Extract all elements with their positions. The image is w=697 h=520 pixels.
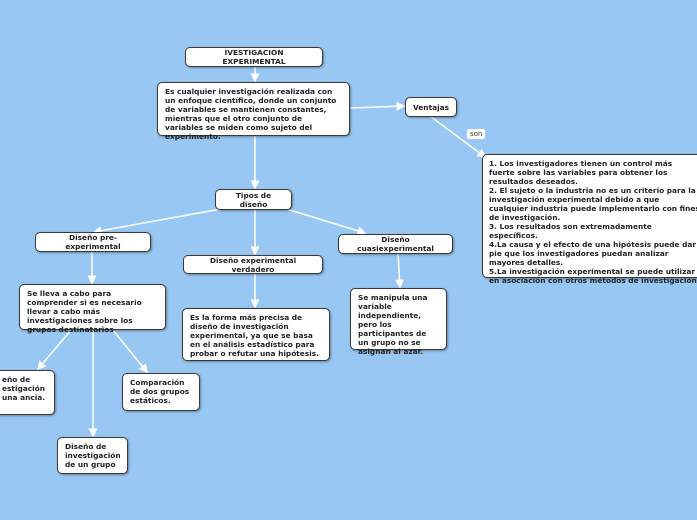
tipos-node[interactable]: Tipos de diseño: [215, 189, 292, 210]
comparacion-text: Comparación de dos grupos estáticos.: [130, 378, 190, 405]
ventaja-item: 1. Los investigadores tienen un control …: [489, 159, 673, 186]
left-partial-text: eño de estigación una ancia.: [2, 375, 46, 402]
title-text: IVESTIGACION EXPERIMENTAL: [222, 48, 286, 66]
verdadero-desc-text: Es la forma más precisa de diseño de inv…: [190, 313, 319, 358]
un-grupo-text: Diseño de investigación de un grupo: [65, 442, 121, 469]
ventajas-text: Ventajas: [412, 102, 450, 112]
ventaja-item: 3. Los resultados son extremadamente esp…: [489, 222, 652, 240]
son-label: son: [467, 129, 486, 139]
cuasi-desc-text: Se manipula una variable independiente, …: [358, 293, 428, 356]
definition-text: Es cualquier investigación realizada con…: [165, 87, 337, 141]
left-partial-node[interactable]: eño de estigación una ancia.: [0, 370, 55, 415]
title-node[interactable]: IVESTIGACION EXPERIMENTAL: [185, 47, 323, 67]
ventaja-item: 5.La investigación experimental se puede…: [489, 267, 697, 285]
verdadero-desc-node[interactable]: Es la forma más precisa de diseño de inv…: [182, 308, 330, 361]
ventaja-item: 4.La causa y el efecto de una hipótesis …: [489, 240, 697, 267]
verdadero-text: Diseño experimental verdadero: [209, 255, 297, 274]
comparacion-node[interactable]: Comparación de dos grupos estáticos.: [122, 373, 200, 411]
un-grupo-node[interactable]: Diseño de investigación de un grupo: [57, 437, 128, 474]
cuasi-desc-node[interactable]: Se manipula una variable independiente, …: [350, 288, 447, 356]
cuasi-text: Diseño cuasiexperimental: [357, 235, 434, 253]
verdadero-node[interactable]: Diseño experimental verdadero: [183, 255, 323, 274]
pre-desc-node[interactable]: Se lleva a cabo para comprender si es ne…: [19, 284, 166, 334]
pre-desc-text: Se lleva a cabo para comprender si es ne…: [27, 289, 142, 334]
tipos-text: Tipos de diseño: [235, 190, 272, 209]
pre-text: Diseño pre-experimental: [65, 233, 121, 251]
ventajas-node[interactable]: Ventajas: [405, 97, 457, 117]
cuasi-node[interactable]: Diseño cuasiexperimental: [338, 234, 453, 254]
definition-node[interactable]: Es cualquier investigación realizada con…: [157, 82, 350, 141]
ventaja-item: 2. El sujeto o la industria no es un cri…: [489, 186, 697, 222]
ventajas-list-node[interactable]: 1. Los investigadores tienen un control …: [482, 154, 697, 285]
pre-node[interactable]: Diseño pre-experimental: [35, 232, 151, 252]
